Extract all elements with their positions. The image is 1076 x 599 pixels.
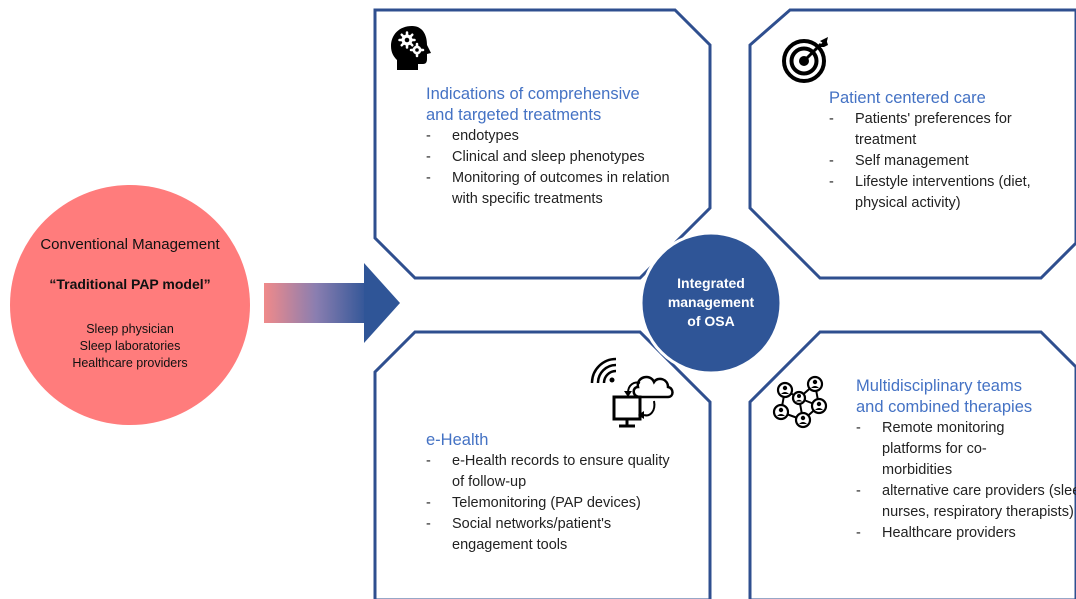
- quadrant-list: endotypes Clinical and sleep phenotypes …: [424, 126, 708, 210]
- list-item: Self management: [827, 151, 1069, 172]
- quadrant-title: e-Health: [426, 430, 708, 451]
- quadrant-title-line: and targeted treatments: [426, 106, 602, 124]
- list-item: e-Health records to ensure quality of fo…: [424, 451, 677, 493]
- list-item: Social networks/patient's engagement too…: [424, 514, 662, 556]
- list-item: Patients' preferences for treatment: [827, 109, 1050, 151]
- list-item: Clinical and sleep phenotypes: [424, 147, 708, 168]
- center-label-line: management: [667, 294, 755, 310]
- quadrant-title: Patient centered care: [829, 88, 1069, 109]
- list-item: Remote monitoring platforms for co-morbi…: [854, 418, 1047, 481]
- cloud-computer-wifi-icon: [590, 357, 674, 428]
- quadrant-title: Indications of comprehensive and targete…: [426, 84, 708, 126]
- quadrant-top-right: Patient centered care Patients' preferen…: [829, 88, 1069, 214]
- quadrant-title-line: and combined therapies: [856, 398, 1033, 416]
- quadrant-top-left: Indications of comprehensive and targete…: [426, 84, 708, 210]
- head-gears-icon: [391, 26, 431, 70]
- quadrant-bottom-right: Multidisciplinary teams and combined the…: [854, 376, 1076, 544]
- conventional-item: Sleep laboratories: [79, 339, 181, 353]
- quadrant-bottom-left: e-Health e-Health records to ensure qual…: [426, 430, 708, 556]
- list-item: Telemonitoring (PAP devices): [424, 493, 708, 514]
- list-item: Lifestyle interventions (diet, physical …: [827, 172, 1070, 214]
- conventional-title: Conventional Management: [40, 236, 220, 253]
- list-item: endotypes: [424, 126, 708, 147]
- list-item: alternative care providers (sleep nurses…: [854, 481, 1076, 523]
- list-item: Monitoring of outcomes in relation with …: [424, 168, 692, 210]
- center-label-line: of OSA: [687, 313, 735, 329]
- quadrant-title-line: e-Health: [426, 431, 489, 449]
- transition-arrow: [264, 263, 400, 343]
- conventional-item: Healthcare providers: [72, 356, 188, 370]
- quadrant-list: Patients' preferences for treatment Self…: [827, 109, 1069, 214]
- quadrant-list: Remote monitoring platforms for co-morbi…: [854, 418, 1076, 544]
- quadrant-list: e-Health records to ensure quality of fo…: [424, 451, 708, 556]
- quadrant-title-line: Multidisciplinary teams: [856, 377, 1022, 395]
- quadrant-title: Multidisciplinary teams and combined the…: [856, 376, 1071, 418]
- conventional-subtitle: “Traditional PAP model”: [49, 276, 211, 292]
- center-label-line: Integrated: [677, 275, 745, 291]
- target-icon: [782, 37, 828, 83]
- center-circle: [639, 231, 783, 375]
- conventional-item: Sleep physician: [86, 322, 174, 336]
- quadrant-title-line: Indications of comprehensive: [426, 85, 640, 103]
- conventional-circle: [10, 185, 250, 425]
- list-item: Healthcare providers: [854, 523, 1071, 544]
- people-network-icon: [772, 375, 828, 429]
- quadrant-title-line: Patient centered care: [829, 89, 986, 107]
- center-label: Integrated management of OSA: [651, 274, 771, 331]
